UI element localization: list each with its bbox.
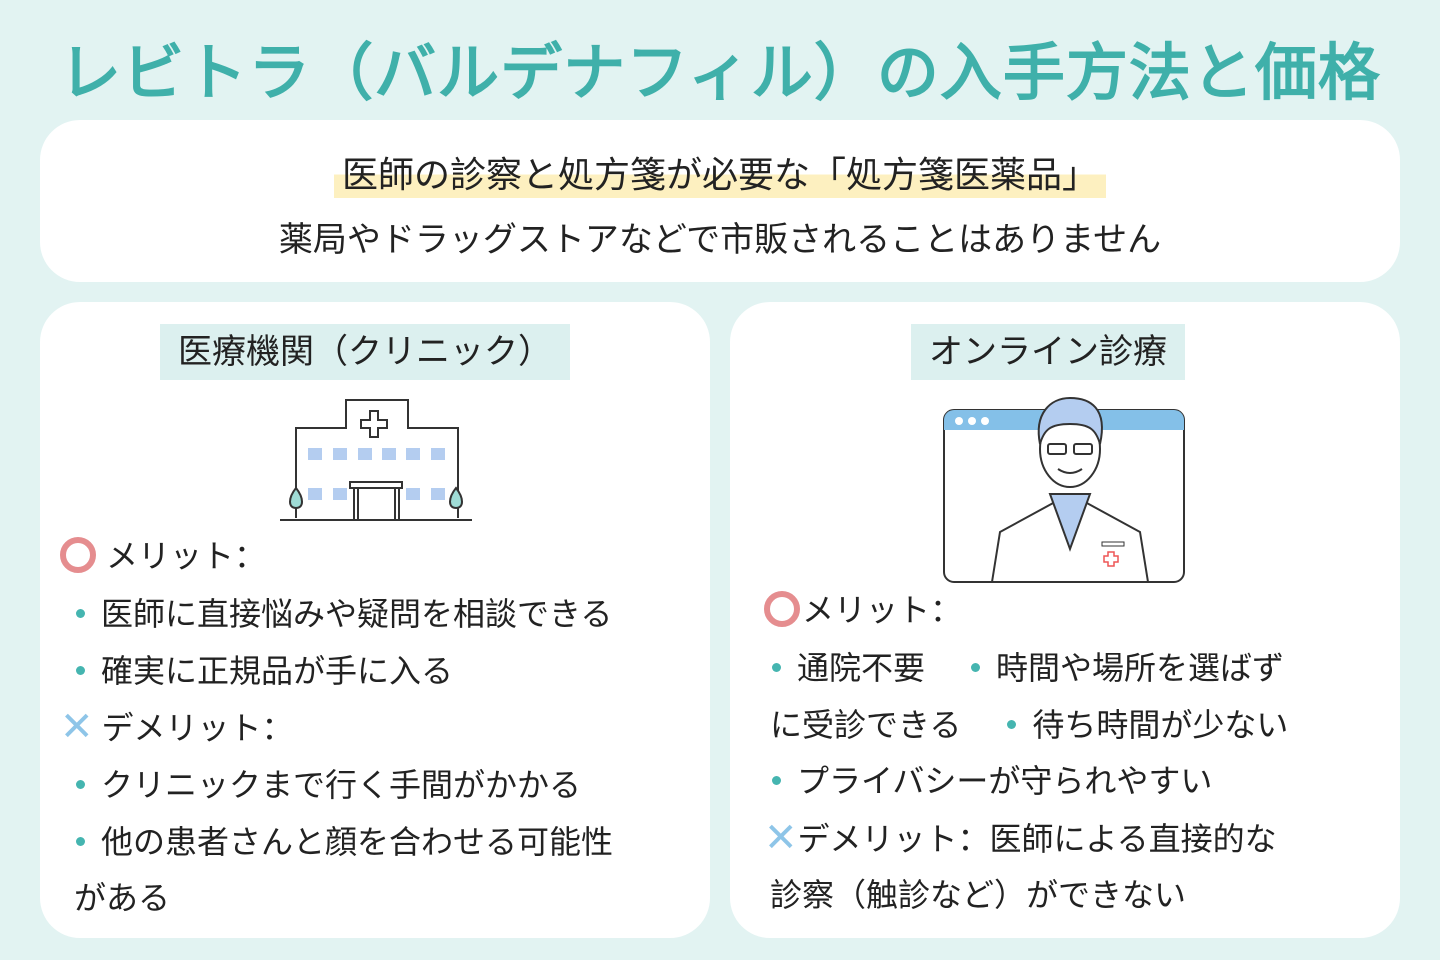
clinic-demerit-label: ✕デメリット： (60, 704, 294, 750)
summary-line-1: 医師の診察と処方箋が必要な「処方箋医薬品」 (333, 146, 1106, 198)
bullet-icon (772, 662, 781, 672)
cross-icon: ✕ (60, 704, 94, 750)
bullet-icon (76, 779, 85, 789)
list-item: 医師に直接悩みや疑問を相談できる (72, 594, 612, 634)
bullet-icon (1007, 719, 1017, 729)
bullet-icon (971, 662, 981, 672)
merit-line: に受診できる待ち時間が少ない (770, 706, 1289, 744)
bullet-icon (76, 665, 85, 675)
bullet-icon (76, 836, 85, 846)
list-item: 他の患者さんと顔を合わせる可能性 (72, 822, 613, 862)
list-item-cont: がある (74, 879, 171, 917)
online-merit-label: メリット： (764, 590, 962, 633)
list-item: 確実に正規品が手に入る (72, 651, 453, 691)
online-demerit: ✕デメリット：医師による直接的な (764, 815, 1277, 861)
clinic-heading: 医療機関（クリニック） (160, 324, 570, 380)
cross-icon: ✕ (764, 815, 798, 861)
summary-line-2: 薬局やドラッグストアなどで市販されることはありません (278, 220, 1162, 260)
bullet-icon (772, 775, 781, 785)
clinic-merit-label: メリット： (60, 536, 266, 579)
online-heading: オンライン診療 (911, 324, 1185, 380)
online-demerit-cont: 診察（触診など）ができない (770, 876, 1187, 914)
merit-line: 通院不要時間や場所を選ばず (768, 648, 1284, 688)
online-doctor-icon (943, 396, 1185, 583)
clinic-card: 医療機関（クリニック） メリット： 医師に直接悩みや疑問を相談できる 確実に正規… (40, 302, 710, 938)
list-item: クリニックまで行く手間がかかる (72, 765, 581, 805)
merit-line: プライバシーが守られやすい (768, 761, 1212, 801)
circle-icon (60, 537, 96, 573)
hospital-icon (280, 399, 472, 521)
circle-icon (764, 591, 800, 627)
bullet-icon (76, 608, 85, 618)
summary-card: 医師の診察と処方箋が必要な「処方箋医薬品」 薬局やドラッグストアなどで市販される… (40, 120, 1400, 282)
online-card: オンライン診療 メリット： 通院不要時間や場所を選ばず に受診できる待ち時間が少… (730, 302, 1400, 938)
page-title: レビトラ（バルデナフィル）の入手方法と価格 (59, 36, 1381, 109)
